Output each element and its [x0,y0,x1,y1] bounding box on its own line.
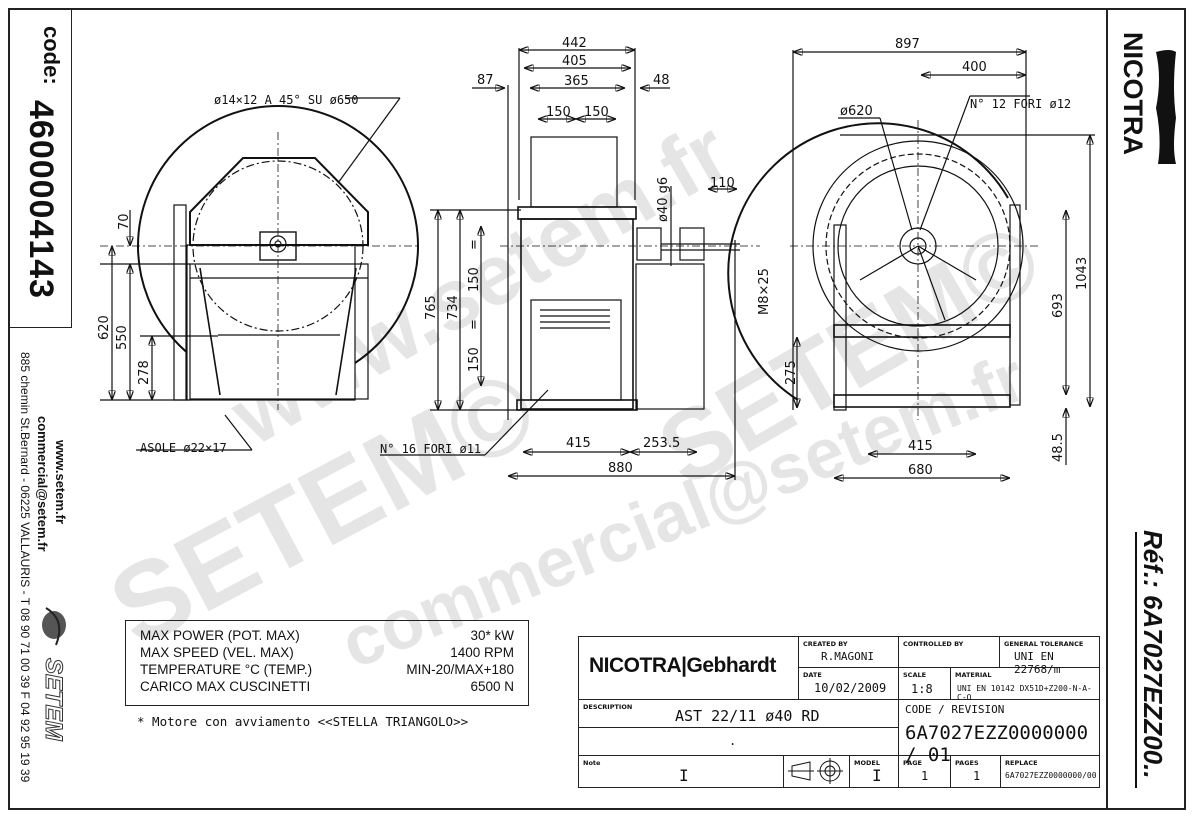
svg-text:765: 765 [424,295,439,320]
front-view [100,97,420,451]
svg-text:ø40 g6: ø40 g6 [656,177,671,222]
svg-text:48.5: 48.5 [1051,433,1066,462]
svg-text:=: = [467,319,482,330]
svg-text:693: 693 [1051,293,1066,318]
material-cell: MATERIAL UNI EN 10142 DX51D+Z200-N-A-C-O [951,668,1099,702]
motor-footnote: * Motore con avviamento <<STELLA TRIANGO… [137,714,469,729]
svg-text:405: 405 [562,54,587,69]
right-frame-divider [1106,8,1108,810]
spec-row: MAX SPEED (VEL. MAX)1400 RPM [140,645,514,660]
code-revision-cell: CODE / REVISION 6A7027EZZ0000000 / 01 [899,700,1099,766]
brand-logo: NICOTRA|Gebhardt [589,654,776,677]
setem-logo-icon: SETEM [40,607,68,742]
svg-text:87: 87 [477,73,494,88]
description-cell: DESCRIPTION AST 22/11 ø40 RD [579,700,899,728]
title-block: NICOTRA|Gebhardt CREATED BY R.MAGONI DAT… [578,636,1100,788]
svg-text:=: = [467,239,482,250]
specs-table: MAX POWER (POT. MAX)30* kW MAX SPEED (VE… [125,620,529,706]
projection-symbol-cell [784,756,850,787]
model-cell: MODEL I [850,756,899,787]
brand-cell: NICOTRA|Gebhardt [579,637,799,700]
rear-view [727,50,1095,478]
tolerance-cell: GENERAL TOLERANCE UNI EN 22768/m [1000,637,1099,676]
side-view [380,48,760,480]
svg-text:620: 620 [97,315,112,340]
created-by-cell: CREATED BY R.MAGONI [799,637,899,668]
pages-cell: PAGES 1 [951,756,1001,787]
spec-row: TEMPERATURE °C (TEMP.)MIN-20/MAX+180 [140,662,514,677]
svg-text:897: 897 [895,37,920,52]
front-holes-callout: ø14×12 A 45° SU ø650 [214,93,359,107]
svg-text:680: 680 [908,463,933,478]
scale-cell: SCALE 1:8 [899,668,951,700]
code-panel: code: 4600004143 [8,8,72,328]
side-holes-callout: N° 16 FORI ø11 [380,442,481,456]
nicotra-wave-icon [1156,50,1176,164]
note-cell: Note I [579,756,784,787]
date-cell: DATE 10/02/2009 [799,668,899,700]
reference-underline [1135,532,1137,788]
first-angle-projection-icon [788,758,843,784]
svg-text:278: 278 [137,360,152,385]
svg-text:150: 150 [467,267,482,292]
svg-text:1043: 1043 [1075,257,1090,290]
svg-text:365: 365 [564,74,589,89]
spec-row: MAX POWER (POT. MAX)30* kW [140,628,514,643]
svg-text:400: 400 [962,60,987,75]
svg-text:415: 415 [566,436,591,451]
svg-text:550: 550 [115,325,130,350]
replace-cell: REPLACE 6A7027EZZ0000000/00 [1005,759,1097,780]
rear-holes-callout: N° 12 FORI ø12 [970,97,1071,111]
svg-text:SETEM: SETEM [40,658,67,742]
controlled-by-cell: CONTROLLED BY [899,637,1000,668]
svg-text:442: 442 [562,36,587,51]
svg-text:150: 150 [546,105,571,120]
svg-text:150: 150 [467,347,482,372]
svg-text:253.5: 253.5 [643,436,680,451]
svg-text:48: 48 [653,73,670,88]
nicotra-logo: NICOTRA [1108,8,1186,180]
svg-text:275: 275 [784,360,799,385]
svg-text:150: 150 [584,105,609,120]
front-slots-callout: ASOLE ø22×17 [140,441,227,455]
svg-text:734: 734 [446,295,461,320]
svg-text:ø620: ø620 [840,104,873,119]
page-cell: PAGE 1 [899,756,951,787]
svg-text:880: 880 [608,461,633,476]
description2-cell: . [579,728,899,756]
svg-text:M8×25: M8×25 [757,268,772,315]
drawing-sheet [8,8,1186,810]
svg-text:70: 70 [117,213,132,230]
svg-text:110: 110 [710,176,735,191]
svg-text:415: 415 [908,439,933,454]
